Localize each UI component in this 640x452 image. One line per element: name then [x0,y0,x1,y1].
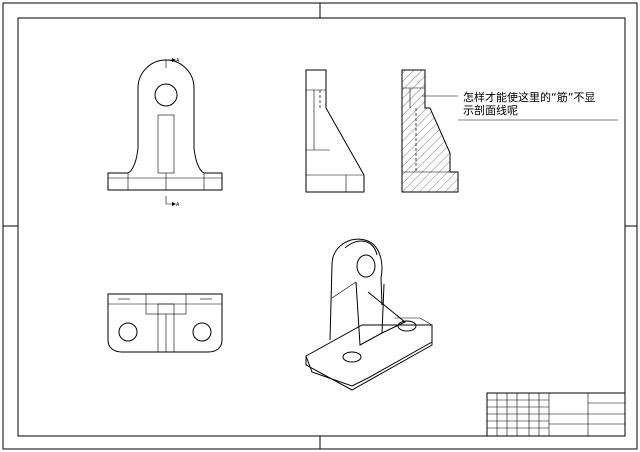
section-mark-top: A [176,58,180,64]
section-mark-bottom: A [176,202,180,208]
side-view [305,69,365,193]
annotation-text: 怎样才能使这里的“筋”不显 示剖面线呢 [463,91,623,117]
annotation-line-1: 怎样才能使这里的“筋”不显 [463,91,596,104]
annotation-line-2: 示剖面线呢 [463,104,518,117]
front-view: A A [107,58,223,208]
section-view [401,69,459,193]
title-block [486,392,626,437]
annotation-leader [422,95,618,121]
isometric-view [305,238,433,391]
top-view [107,293,223,353]
